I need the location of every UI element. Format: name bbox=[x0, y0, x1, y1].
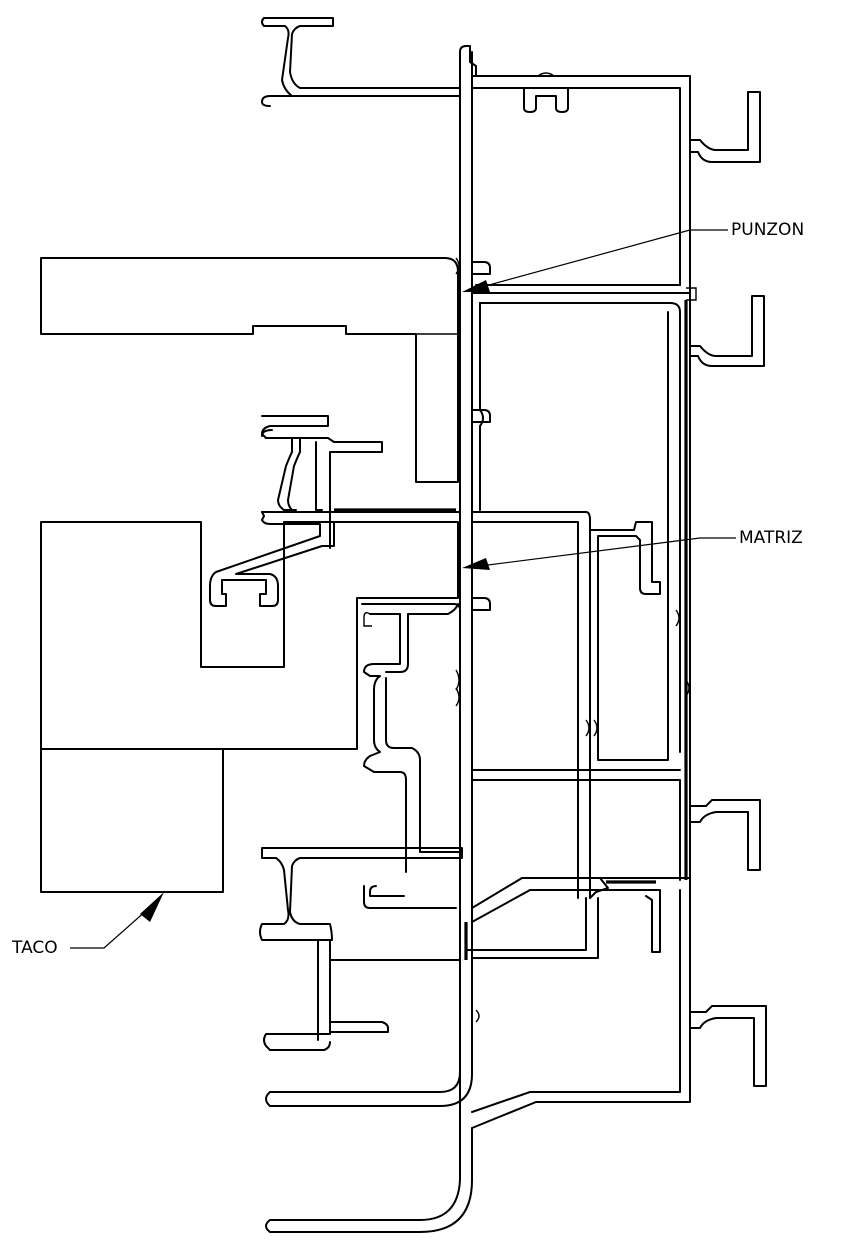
lower-cross-member bbox=[363, 877, 691, 953]
right-lower-chamber bbox=[471, 879, 691, 1129]
matriz-label: MATRIZ bbox=[739, 528, 803, 548]
left-clip-profile bbox=[209, 415, 383, 607]
taco-block bbox=[40, 748, 224, 893]
right-hook-2 bbox=[689, 295, 765, 367]
main-web bbox=[455, 45, 477, 1141]
right-hook-1 bbox=[689, 91, 761, 163]
bottom-i-section bbox=[259, 847, 463, 941]
bottom-curved-flange-1 bbox=[265, 999, 473, 1107]
matriz-top-bar bbox=[261, 508, 591, 899]
taco-leader bbox=[70, 892, 164, 949]
lower-body bbox=[263, 897, 599, 1051]
right-hook-4 bbox=[689, 1005, 767, 1087]
upper-chamber bbox=[471, 72, 691, 881]
matriz-block bbox=[40, 521, 459, 750]
punzon-leader bbox=[462, 229, 728, 292]
right-hook-3 bbox=[689, 799, 761, 871]
punzon-label: PUNZON bbox=[731, 220, 805, 240]
matriz-inner-profile bbox=[361, 597, 491, 873]
top-i-section bbox=[261, 17, 461, 107]
matriz-leader bbox=[462, 537, 736, 570]
lower-chamber bbox=[471, 311, 681, 881]
bottom-curved-flange-2 bbox=[265, 1127, 473, 1233]
middle-chamber bbox=[471, 261, 697, 880]
taco-label: TACO bbox=[12, 938, 58, 958]
punzon-block bbox=[40, 257, 459, 483]
